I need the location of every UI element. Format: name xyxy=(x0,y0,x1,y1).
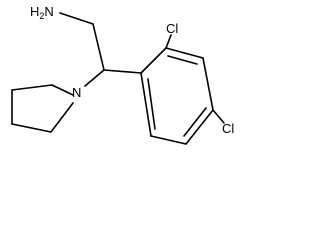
bond-c4-cl-bottom xyxy=(212,109,225,124)
bond-ch-aryl xyxy=(103,69,142,74)
pyrrolidine-n-label: N xyxy=(72,85,81,100)
amine-n-symbol: N xyxy=(44,4,53,19)
bond-ring-c1-c2 xyxy=(140,47,167,74)
amine-h-symbol: H xyxy=(30,4,39,19)
bond-ring-c4-c5 xyxy=(185,109,214,145)
bond-ring-double-c4-c5-inner xyxy=(183,107,207,137)
bond-amine-ch2 xyxy=(59,12,94,25)
bond-ch-n xyxy=(84,69,105,87)
amine-label: H2N xyxy=(30,4,54,21)
bond-c2-cl-top xyxy=(165,34,172,49)
bond-pyrrolidine-c4-c5 xyxy=(11,123,52,133)
chlorine-bottom-label: Cl xyxy=(222,121,234,136)
bond-ring-c3-c4 xyxy=(202,57,214,111)
chlorine-top-label: Cl xyxy=(166,21,178,36)
bond-pyrrolidine-c5-n xyxy=(50,102,74,133)
bond-ring-c2-c3 xyxy=(165,47,204,59)
bond-pyrrolidine-n-c2 xyxy=(51,84,74,96)
bond-ring-double-c6-c1-inner xyxy=(147,78,156,130)
bond-pyrrolidine-c2-c3 xyxy=(11,84,53,91)
bond-ring-c5-c6 xyxy=(150,135,187,145)
bond-layer xyxy=(11,12,225,145)
bond-ch2-ch xyxy=(92,23,105,71)
molecule-drawing: H2N N Cl Cl xyxy=(11,4,234,145)
bond-ring-double-c2-c3-inner xyxy=(167,55,198,65)
structure-canvas: H2N N Cl Cl xyxy=(11,4,234,145)
bond-ring-c6-c1 xyxy=(140,72,152,137)
atom-labels: H2N N Cl Cl xyxy=(30,4,234,136)
amine-h-subscript: 2 xyxy=(39,11,44,21)
